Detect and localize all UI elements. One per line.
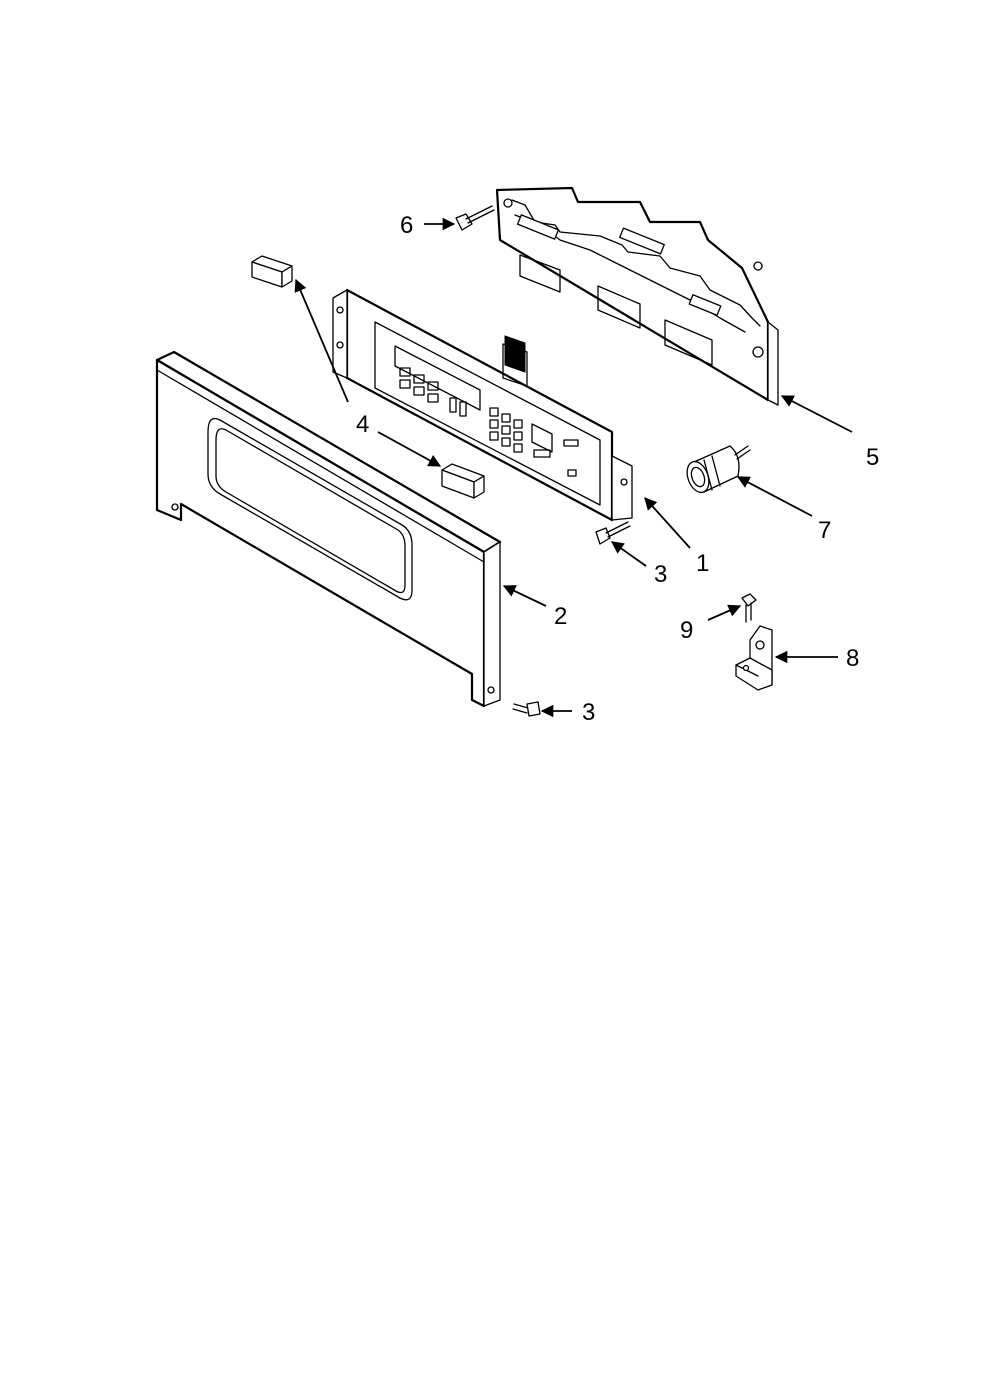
keypad-buttons (399, 367, 579, 477)
leader-lines (294, 217, 853, 718)
callout-2: 2 (554, 603, 567, 630)
part-7-cylinder-component (686, 445, 751, 494)
callout-3-upper: 3 (654, 561, 667, 588)
part-9-screw (741, 593, 757, 623)
callout-8: 8 (846, 645, 859, 672)
part-3-screw-lower (512, 701, 541, 717)
part-6-screw (455, 205, 495, 231)
part-2-front-trim (155, 350, 502, 708)
part-4-spacer-right (441, 463, 485, 499)
callout-3-lower: 3 (582, 699, 595, 726)
callout-4: 4 (356, 411, 369, 438)
part-5-control-housing (495, 186, 779, 406)
part-8-bracket (735, 625, 773, 691)
part-3-screw-upper (595, 521, 631, 545)
part-1-control-panel (332, 288, 633, 522)
callout-6: 6 (400, 212, 413, 239)
callout-5: 5 (866, 444, 879, 471)
part-4-spacer-left (251, 255, 293, 288)
callout-1: 1 (696, 550, 709, 577)
callout-labels: 6 5 4 1 3 7 2 9 8 3 (356, 212, 879, 726)
callout-7: 7 (818, 517, 831, 544)
callout-9: 9 (680, 617, 693, 644)
